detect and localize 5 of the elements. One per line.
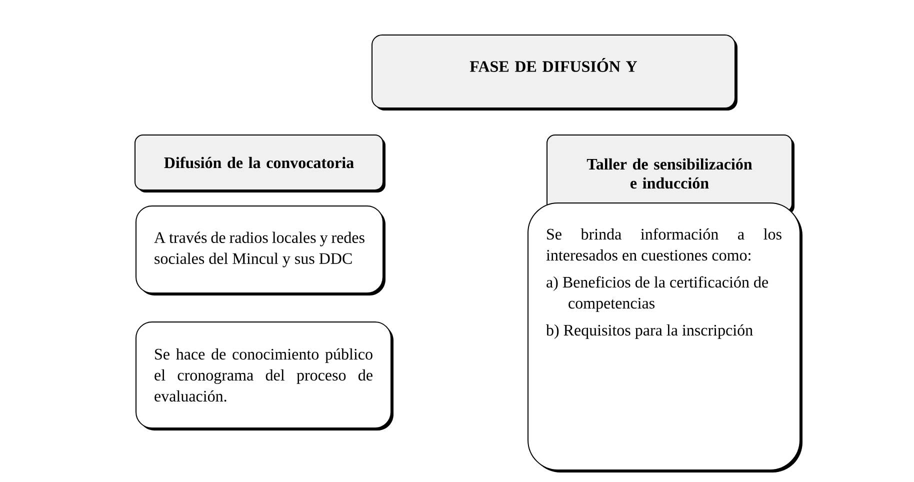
text-box: Se brinda información a los interesados en cuestiones como: a) Beneficios de la certificación de competencias b) Requisitos para la inscripción [528, 202, 802, 472]
heading-box: Difusión de la convocatoria [134, 134, 386, 192]
text-box: A través de radios locales y redes sociales del Mincul y sus DDC [136, 206, 386, 296]
text-box: Se hace de conocimiento público el cronograma del proceso de evaluación. [136, 322, 394, 430]
title-box: FASE DE DIFUSIÓN Y [372, 34, 738, 110]
